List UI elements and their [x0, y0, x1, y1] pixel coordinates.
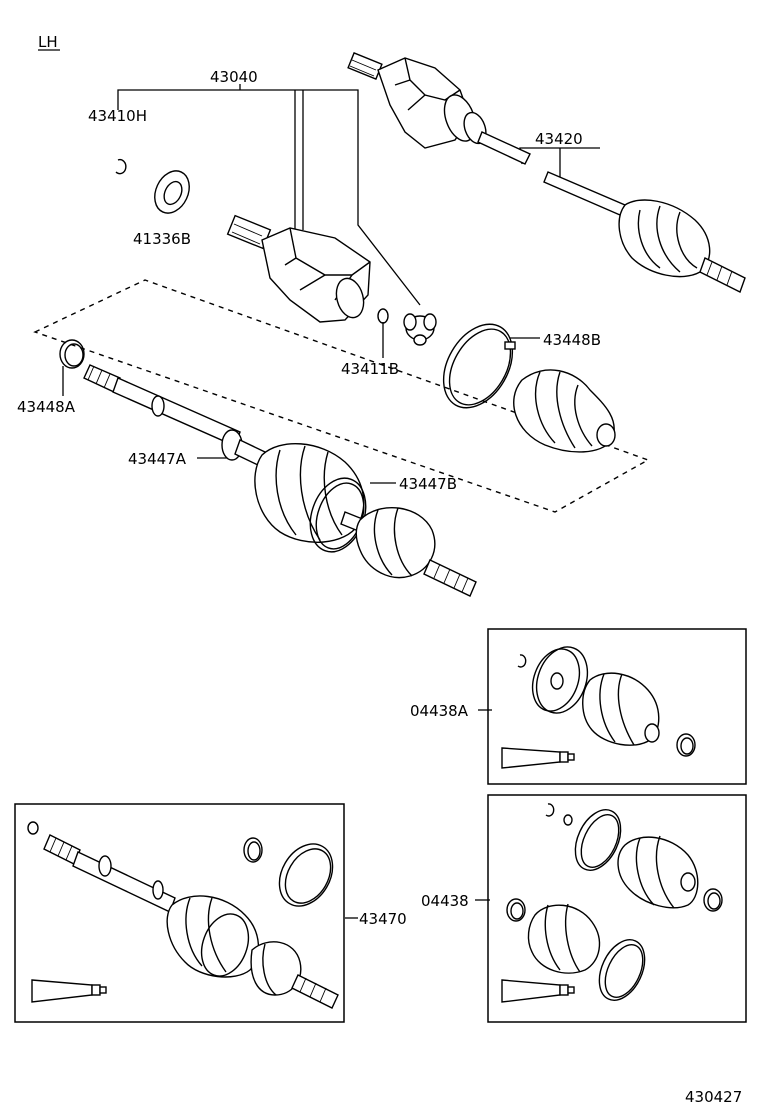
- boot-clamp-43448b: [442, 323, 516, 409]
- label-43470: 43470: [359, 910, 407, 928]
- circlip-43411b: [377, 308, 389, 324]
- leader-lines: [62, 84, 600, 919]
- label-43040: 43040: [210, 68, 258, 86]
- kit-box-04438a: [487, 628, 747, 785]
- inner-boot-kit: [513, 369, 616, 453]
- label-43411b: 43411B: [341, 360, 399, 378]
- boot-kit-outline: [33, 279, 650, 513]
- label-04438a: 04438A: [410, 702, 469, 720]
- kit-box-43470: [14, 803, 345, 1023]
- label-43448a: 43448A: [17, 398, 76, 416]
- figure-number: 430427: [685, 1088, 742, 1106]
- drive-shaft-assembly: [83, 364, 477, 597]
- label-43448b: 43448B: [543, 331, 601, 349]
- shaft-assembly-43420: [347, 52, 746, 293]
- kit-box-04438: [487, 794, 747, 1023]
- label-43410h: 43410H: [88, 107, 147, 125]
- label-43420: 43420: [535, 130, 583, 148]
- side-label: LH: [38, 33, 58, 51]
- label-04438: 04438: [421, 892, 469, 910]
- label-41336b: 41336B: [133, 230, 191, 248]
- label-43447b: 43447B: [399, 475, 457, 493]
- boot-clamp-43448a: [59, 339, 85, 369]
- snap-ring-43410h: [115, 158, 127, 175]
- inboard-joint-43040: [226, 214, 371, 323]
- label-43447a: 43447A: [128, 450, 187, 468]
- tripod-joint: [403, 313, 437, 346]
- seal-41336b: [154, 170, 190, 214]
